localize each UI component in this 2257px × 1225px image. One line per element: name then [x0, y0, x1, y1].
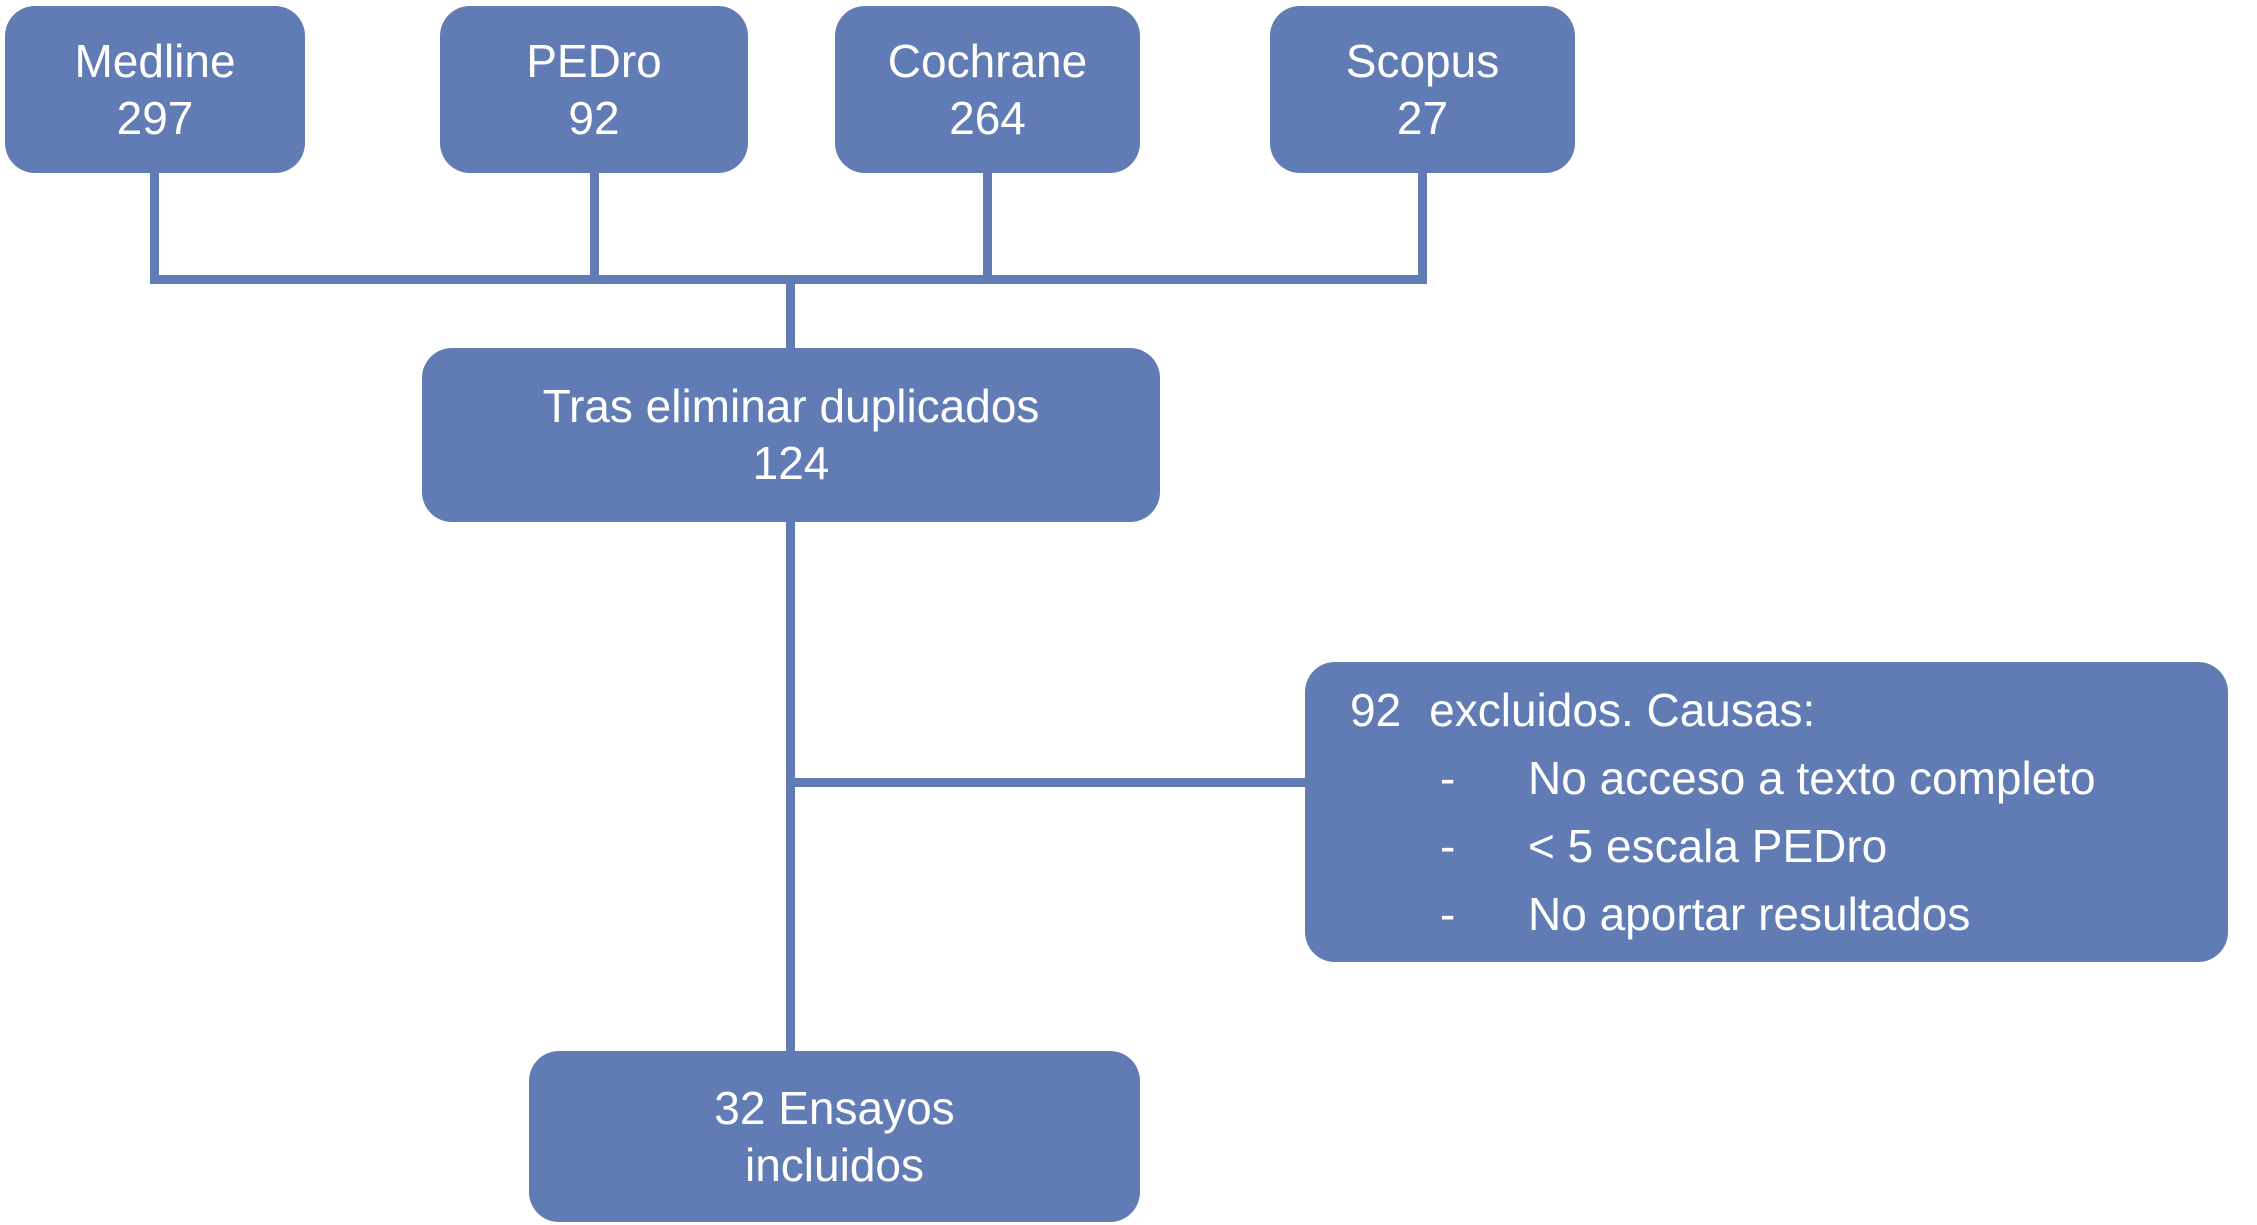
connector-pedro-vertical: [590, 173, 599, 284]
source-name: Scopus: [1345, 34, 1500, 87]
excluded-reason: No aportar resultados: [1528, 888, 1971, 940]
source-box-cochrane: Cochrane 264: [835, 6, 1140, 173]
bullet-dash: -: [1440, 820, 1456, 872]
excluded-box: 92 excluidos. Causas: - No acceso a text…: [1305, 662, 2228, 962]
source-box-pedro: PEDro 92: [440, 6, 748, 173]
included-line2: incluidos: [745, 1138, 924, 1191]
source-name: Medline: [74, 34, 236, 87]
dedup-label: Tras eliminar duplicados: [542, 380, 1040, 432]
connector-cochrane-vertical: [983, 173, 992, 284]
source-count: 264: [949, 91, 1026, 144]
bullet-dash: -: [1440, 752, 1456, 804]
excluded-reason: < 5 escala PEDro: [1528, 820, 1888, 872]
excluded-reason: No acceso a texto completo: [1528, 752, 2096, 804]
source-name: PEDro: [526, 34, 662, 87]
included-box: 32 Ensayos incluidos: [529, 1051, 1140, 1222]
excluded-reason-row: - < 5 escala PEDro: [1305, 812, 2228, 880]
source-count: 27: [1396, 91, 1449, 144]
connector-merge-to-dedup: [786, 280, 795, 352]
included-line1: 32 Ensayos: [714, 1081, 955, 1134]
excluded-header: 92 excluidos. Causas:: [1305, 676, 2228, 744]
connector-merge-horizontal: [150, 275, 1427, 284]
source-count: 92: [568, 91, 620, 144]
source-box-scopus: Scopus 27: [1270, 6, 1575, 173]
excluded-label: excluidos. Causas:: [1429, 684, 1816, 736]
bullet-dash: -: [1440, 888, 1456, 940]
source-name: Cochrane: [887, 34, 1088, 87]
connector-dedup-to-included: [786, 520, 795, 1053]
source-count: 297: [116, 91, 194, 144]
dedup-count: 124: [752, 437, 830, 489]
excluded-reason-row: - No aportar resultados: [1305, 880, 2228, 948]
excluded-reason-row: - No acceso a texto completo: [1305, 744, 2228, 812]
connector-branch-to-excluded: [791, 778, 1307, 787]
source-box-medline: Medline 297: [5, 6, 305, 173]
excluded-count: 92: [1350, 684, 1402, 736]
connector-medline-vertical: [150, 173, 159, 284]
connector-scopus-vertical: [1418, 173, 1427, 284]
dedup-box: Tras eliminar duplicados 124: [422, 348, 1160, 522]
